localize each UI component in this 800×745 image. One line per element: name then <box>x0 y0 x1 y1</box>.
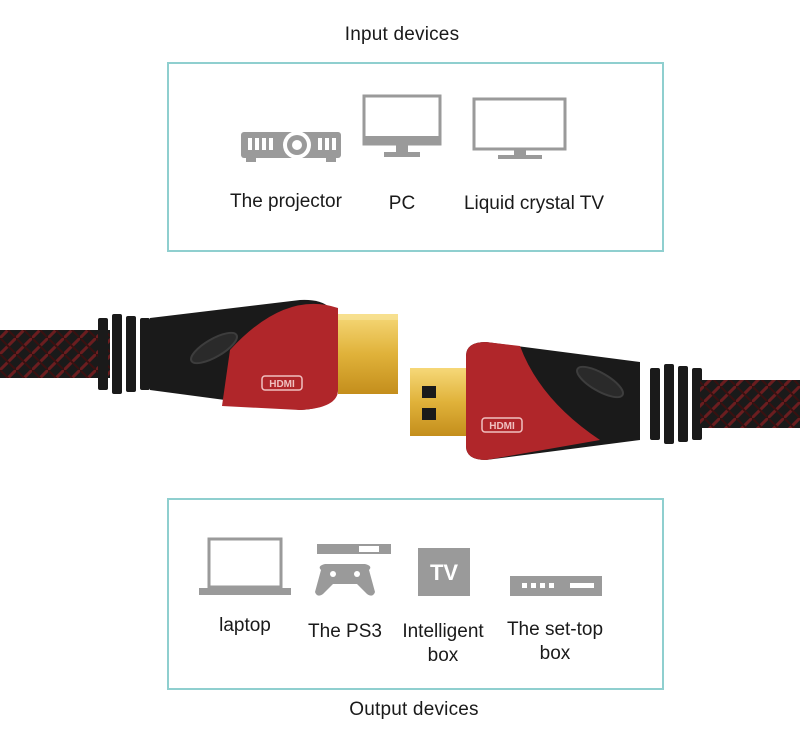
device-intelligent-box: TV Intelligent box <box>400 544 486 668</box>
input-devices-panel: The projector PC Liquid crystal TV <box>167 62 664 252</box>
device-label: The projector <box>230 191 342 212</box>
smart-box-icon: TV <box>418 548 470 596</box>
left-cable: HDMI <box>0 299 398 410</box>
device-label: The PS3 <box>308 621 382 642</box>
monitor-icon <box>362 94 442 157</box>
device-label: Liquid crystal TV <box>463 193 605 214</box>
device-label: laptop <box>219 615 271 636</box>
device-label-line1: Intelligent <box>402 621 484 642</box>
device-set-top-box: The set-top box <box>500 556 610 666</box>
device-label-line1: The set-top <box>506 619 604 640</box>
tv-icon <box>472 97 567 159</box>
set-top-box-icon <box>510 576 602 596</box>
gamepad-icon <box>315 544 391 596</box>
tv-badge: TV <box>430 560 458 585</box>
laptop-icon <box>199 537 291 595</box>
device-label-line2: box <box>427 645 459 666</box>
hdmi-logo-text: HDMI <box>489 421 515 432</box>
device-projector: The projector <box>226 124 346 214</box>
hdmi-logo <box>481 417 523 433</box>
device-lcd-tv: Liquid crystal TV <box>456 96 612 216</box>
projector-icon <box>241 131 341 162</box>
hdmi-cable-illustration: HDMI HDMI <box>0 299 800 460</box>
output-devices-title: Output devices <box>349 699 479 720</box>
hdmi-logo <box>261 375 303 391</box>
device-laptop: laptop <box>197 536 293 638</box>
input-devices-title: Input devices <box>344 24 460 45</box>
device-ps3: The PS3 <box>299 542 391 644</box>
device-pc: PC <box>362 94 442 216</box>
device-label-line2: box <box>539 643 571 664</box>
output-devices-panel: laptop The PS3 TV Intelligent box <box>167 498 664 690</box>
device-label: PC <box>388 193 416 214</box>
hdmi-logo-text: HDMI <box>269 379 295 390</box>
right-cable: HDMI <box>410 342 800 460</box>
